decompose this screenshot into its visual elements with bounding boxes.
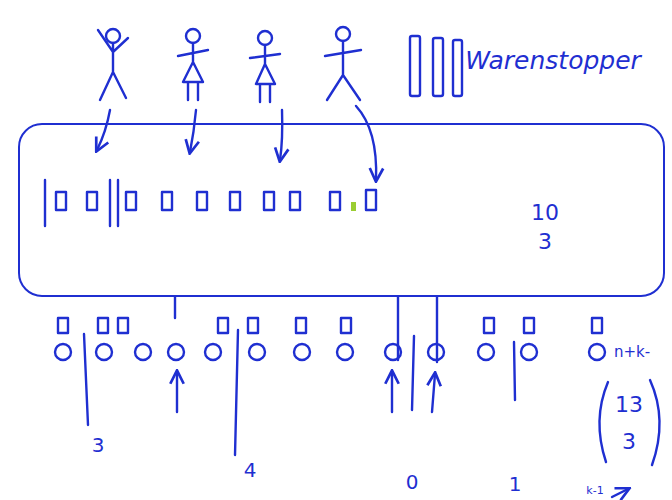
count-number: 3 — [92, 435, 105, 455]
count-number: 0 — [406, 472, 419, 492]
box-number: 10 — [531, 202, 559, 224]
count-number: 1 — [509, 474, 522, 494]
handwritten-title: Warenstopper — [465, 48, 641, 73]
binomial-bottom: 3 — [622, 431, 636, 453]
divider-line — [175, 297, 437, 362]
pointer-arrow — [97, 106, 376, 180]
stick-figure — [250, 31, 280, 102]
stopper-bars — [410, 36, 462, 96]
rounded-box: 103 — [18, 123, 665, 297]
small-arrow — [612, 489, 628, 497]
formula-fragment: k-1 — [586, 485, 603, 496]
stick-figure — [98, 29, 128, 100]
binomial-top: 13 — [615, 394, 643, 416]
square-row — [58, 318, 602, 333]
marker-dot — [351, 202, 356, 211]
count-number: 4 — [244, 460, 257, 480]
binomial-parens — [599, 380, 659, 465]
item-row — [45, 180, 376, 226]
separator-line — [84, 330, 515, 455]
stick-figure — [178, 29, 208, 100]
up-arrow — [177, 372, 435, 412]
box-number: 3 — [538, 231, 552, 253]
formula-fragment: n+k- — [614, 345, 650, 360]
stick-figure — [325, 27, 361, 100]
circle-row — [55, 344, 605, 360]
